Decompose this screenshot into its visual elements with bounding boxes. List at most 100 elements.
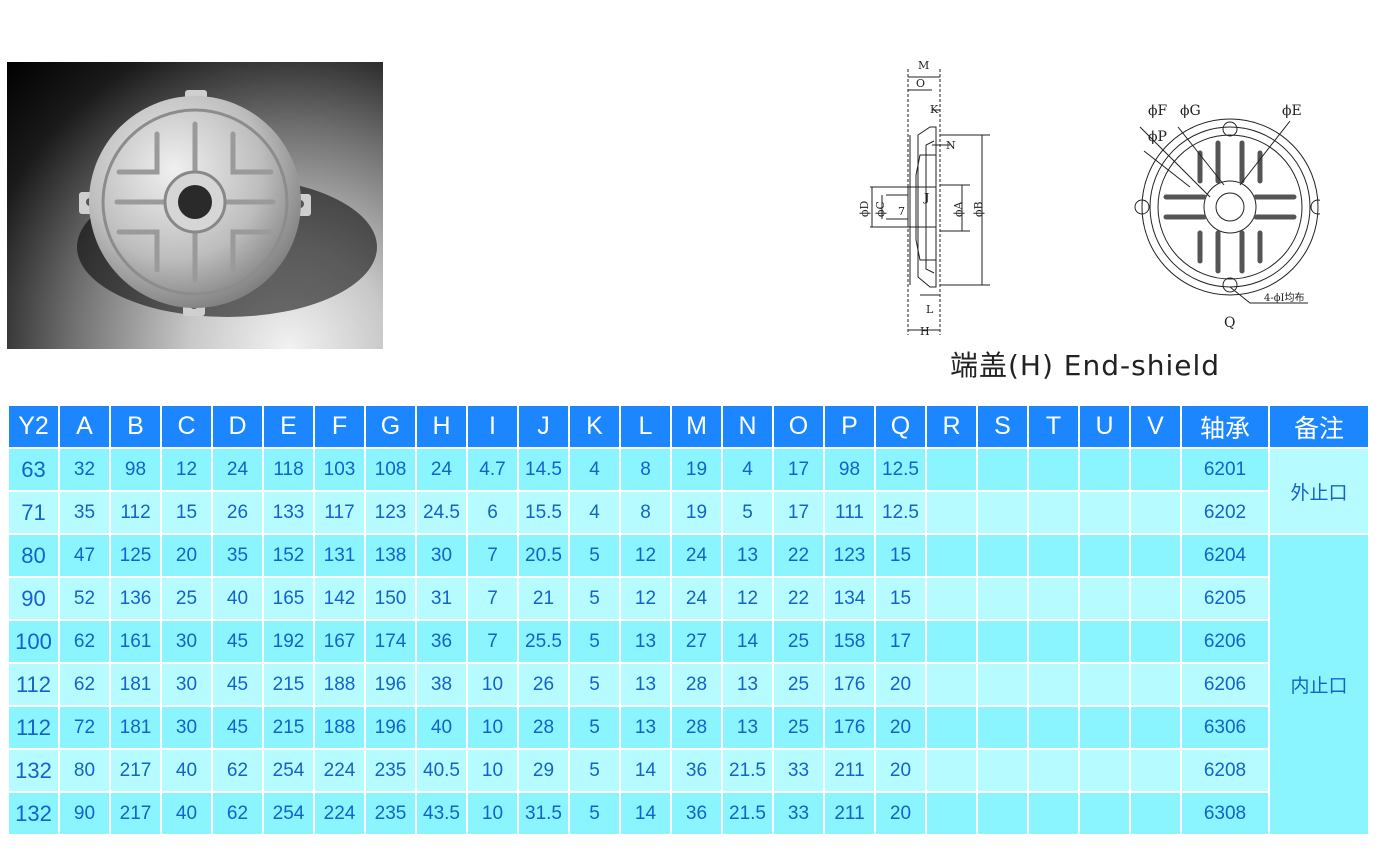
table-cell — [1029, 750, 1078, 791]
table-cell: 71 — [9, 492, 58, 533]
table-cell: 33 — [774, 793, 823, 834]
table-cell: 235 — [366, 750, 415, 791]
table-cell: 7 — [468, 535, 517, 576]
svg-text:ϕG: ϕG — [1180, 103, 1201, 119]
table-cell: 12.5 — [876, 492, 925, 533]
table-cell: 103 — [315, 449, 364, 490]
svg-text:N: N — [946, 139, 956, 152]
column-header: T — [1029, 406, 1078, 447]
table-cell — [1131, 492, 1180, 533]
table-cell: 5 — [570, 750, 619, 791]
table-cell: 5 — [723, 492, 772, 533]
column-header: M — [672, 406, 721, 447]
product-photo — [7, 62, 383, 349]
table-cell: 20 — [876, 664, 925, 705]
table-cell: 188 — [315, 664, 364, 705]
table-cell: 63 — [9, 449, 58, 490]
table-cell: 6306 — [1182, 707, 1268, 748]
svg-text:ϕP: ϕP — [1148, 129, 1167, 145]
table-cell — [1080, 492, 1129, 533]
table-cell: 134 — [825, 578, 874, 619]
table-cell: 6208 — [1182, 750, 1268, 791]
table-cell: 5 — [570, 578, 619, 619]
table-cell: 6 — [468, 492, 517, 533]
table-cell: 30 — [162, 664, 211, 705]
svg-text:L: L — [926, 303, 934, 316]
side-view: M O K N J 7 ϕD ϕC ϕA ϕB L H — [858, 59, 990, 338]
table-cell — [927, 664, 976, 705]
table-cell: 181 — [111, 664, 160, 705]
table-cell: 25 — [774, 621, 823, 662]
table-cell: 21.5 — [723, 750, 772, 791]
column-header: Q — [876, 406, 925, 447]
table-cell: 132 — [9, 793, 58, 834]
end-shield-illustration — [77, 90, 377, 317]
table-cell: 14.5 — [519, 449, 568, 490]
table-cell — [927, 535, 976, 576]
table-cell: 40 — [213, 578, 262, 619]
svg-text:O: O — [916, 77, 925, 90]
table-cell: 28 — [672, 664, 721, 705]
table-cell: 12 — [162, 449, 211, 490]
table-cell: 32 — [60, 449, 109, 490]
table-cell: 133 — [264, 492, 313, 533]
table-cell — [927, 578, 976, 619]
table-cell: 14 — [621, 793, 670, 834]
table-cell: 62 — [60, 664, 109, 705]
table-cell — [1131, 707, 1180, 748]
table-cell: 108 — [366, 449, 415, 490]
table-cell: 142 — [315, 578, 364, 619]
table-cell: 167 — [315, 621, 364, 662]
table-cell: 26 — [519, 664, 568, 705]
table-cell: 25 — [774, 707, 823, 748]
table-cell: 21 — [519, 578, 568, 619]
table-cell: 192 — [264, 621, 313, 662]
column-header: D — [213, 406, 262, 447]
table-cell: 6206 — [1182, 664, 1268, 705]
table-cell — [1029, 621, 1078, 662]
table-cell: 19 — [672, 449, 721, 490]
table-cell: 10 — [468, 707, 517, 748]
table-cell: 12.5 — [876, 449, 925, 490]
table-cell: 176 — [825, 707, 874, 748]
column-header: E — [264, 406, 313, 447]
remark-cell: 内止口 — [1270, 535, 1368, 834]
table-cell: 33 — [774, 750, 823, 791]
table-cell: 13 — [723, 664, 772, 705]
table-cell: 30 — [417, 535, 466, 576]
table-cell: 90 — [9, 578, 58, 619]
diagram-caption: 端盖(H) End-shield — [950, 349, 1221, 382]
table-cell: 25 — [162, 578, 211, 619]
dimension-diagram: M O K N J 7 ϕD ϕC ϕA ϕB L H — [858, 59, 1326, 338]
table-cell: 7 — [468, 621, 517, 662]
column-header: O — [774, 406, 823, 447]
table-cell: 21.5 — [723, 793, 772, 834]
column-header: L — [621, 406, 670, 447]
table-cell: 14 — [723, 621, 772, 662]
table-cell — [927, 707, 976, 748]
table-cell: 62 — [213, 793, 262, 834]
table-cell — [927, 793, 976, 834]
table-cell: 13 — [723, 707, 772, 748]
table-cell — [1131, 535, 1180, 576]
table-cell: 8 — [621, 492, 670, 533]
table-cell — [1080, 793, 1129, 834]
table-cell: 136 — [111, 578, 160, 619]
table-cell — [1029, 449, 1078, 490]
table-cell: 52 — [60, 578, 109, 619]
table-cell: 217 — [111, 793, 160, 834]
table-cell: 17 — [876, 621, 925, 662]
table-cell: 98 — [111, 449, 160, 490]
table-cell: 111 — [825, 492, 874, 533]
table-cell: 123 — [366, 492, 415, 533]
table-cell: 4 — [570, 449, 619, 490]
column-header: H — [417, 406, 466, 447]
table-cell: 174 — [366, 621, 415, 662]
table-cell: 150 — [366, 578, 415, 619]
table-cell — [978, 578, 1027, 619]
